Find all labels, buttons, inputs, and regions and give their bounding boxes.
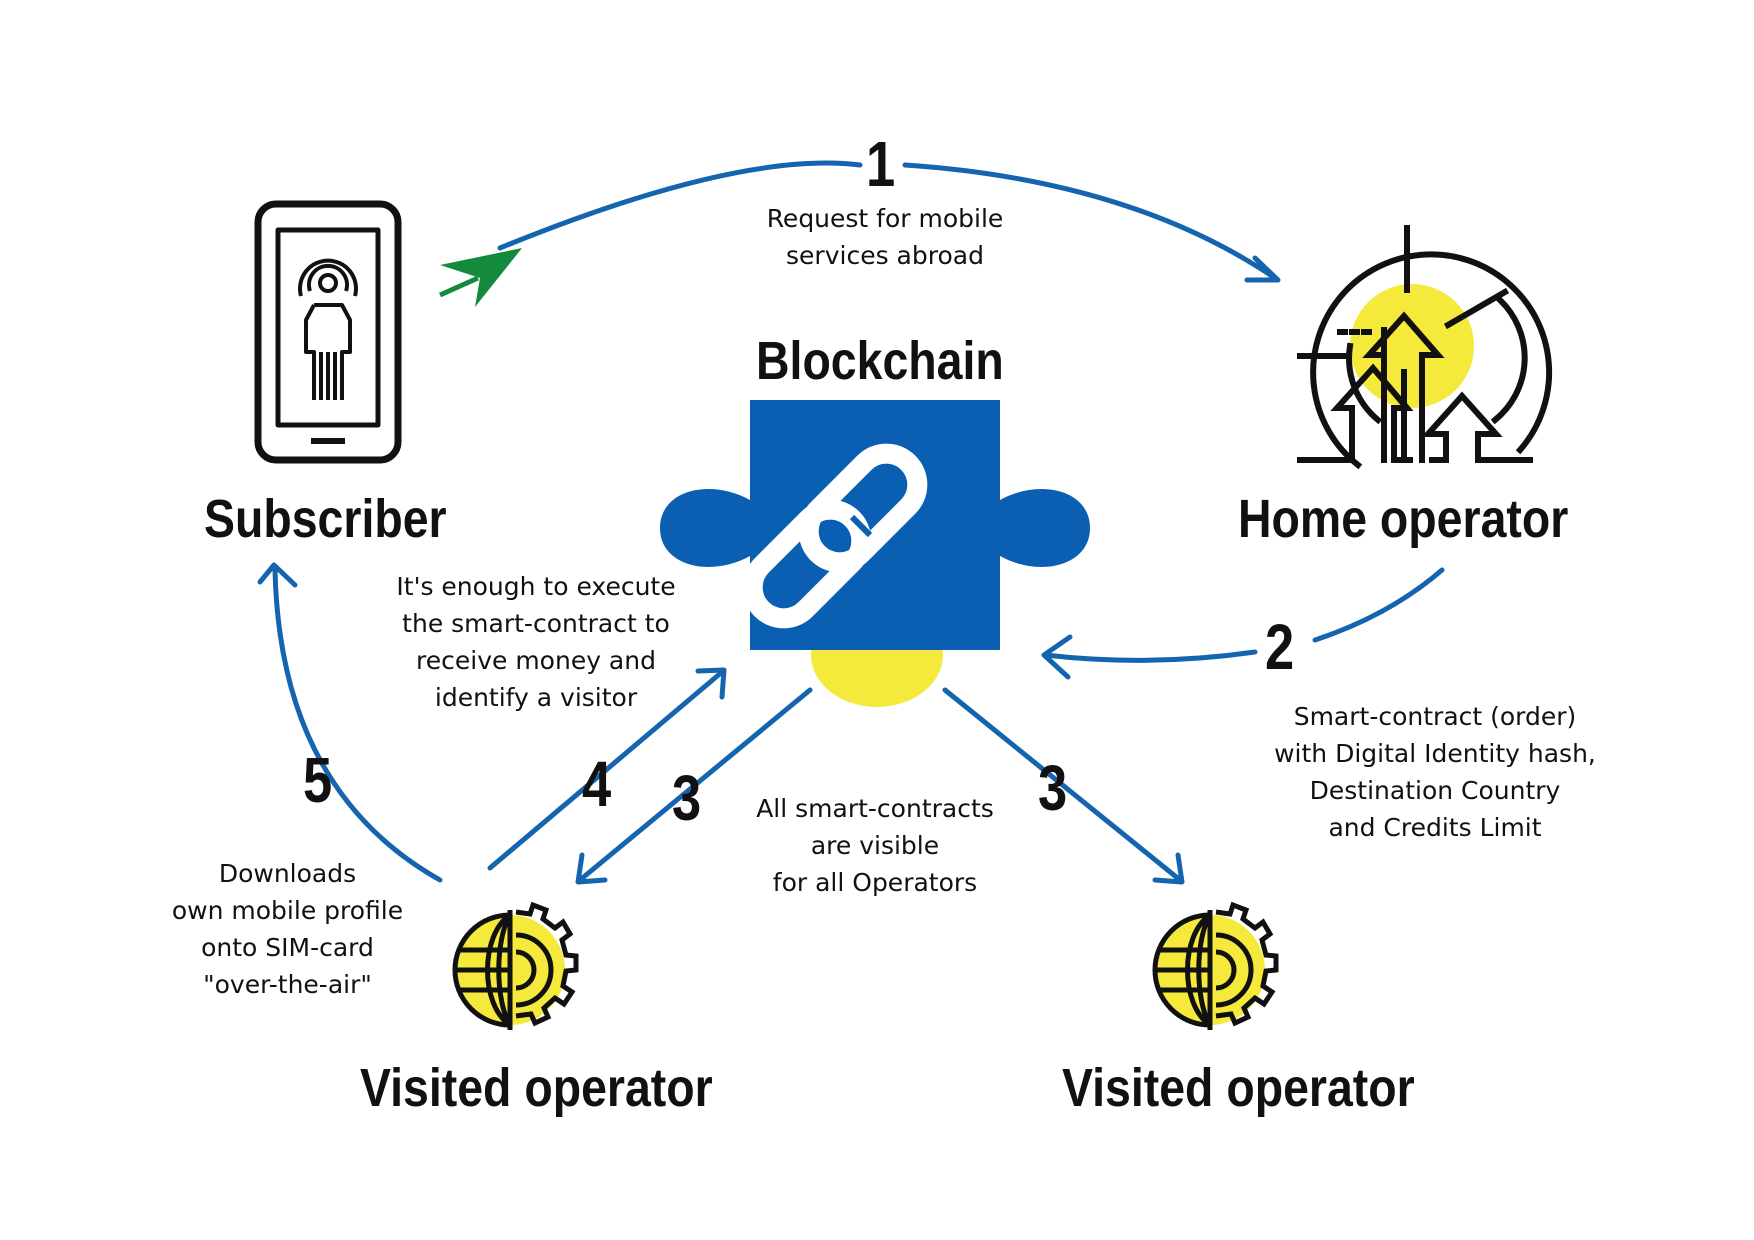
step-1-number: 1 <box>866 128 896 200</box>
radar-arrows-icon <box>1297 225 1553 470</box>
arrow-step-4 <box>487 669 725 871</box>
step-5-number: 5 <box>303 744 333 816</box>
arrow-step-1-head <box>1244 255 1281 283</box>
arrow-step-4-head <box>695 667 727 700</box>
step-2-number: 2 <box>1265 611 1295 683</box>
arrow-step-2 <box>1312 567 1445 643</box>
step-4-number: 4 <box>582 748 612 820</box>
globe-gear-icon-right <box>1152 901 1279 1030</box>
visited-operator-left-label: Visited operator <box>360 1058 713 1118</box>
visited-operator-right-label: Visited operator <box>1062 1058 1415 1118</box>
arrow-step-3-right-head <box>1152 852 1185 885</box>
globe-gear-icon-left <box>452 901 579 1030</box>
arrow-step-1 <box>497 160 863 251</box>
note-enough: It's enough to execute the smart-contrac… <box>396 572 676 712</box>
arrow-step-2-head <box>1041 634 1073 680</box>
arrow-step-5 <box>272 567 443 883</box>
note-request: Request for mobile services abroad <box>766 204 1004 270</box>
arrow-step-3-left <box>577 687 813 883</box>
arrow-step-1-right <box>902 162 1278 281</box>
blockchain-label: Blockchain <box>756 331 1004 391</box>
arrow-step-3-right <box>942 687 1183 883</box>
arrow-step-3-left-head <box>575 852 608 885</box>
subscriber-label: Subscriber <box>204 489 447 549</box>
note-visible: All smart-contracts are visible for all … <box>756 794 994 897</box>
arrow-step-5-head <box>257 562 298 588</box>
arrow-step-2-left <box>1042 649 1258 663</box>
green-arrow-icon <box>440 248 522 307</box>
note-downloads: Downloads own mobile profile onto SIM-ca… <box>171 859 404 999</box>
step-3-right-number: 3 <box>1038 752 1068 824</box>
step-3-left-number: 3 <box>672 762 702 834</box>
puzzle-chain-link-icon <box>660 400 1090 707</box>
home-operator-label: Home operator <box>1238 489 1569 549</box>
smartphone-person-icon <box>254 200 402 464</box>
note-smart-contract: Smart-contract (order) with Digital Iden… <box>1274 702 1596 842</box>
